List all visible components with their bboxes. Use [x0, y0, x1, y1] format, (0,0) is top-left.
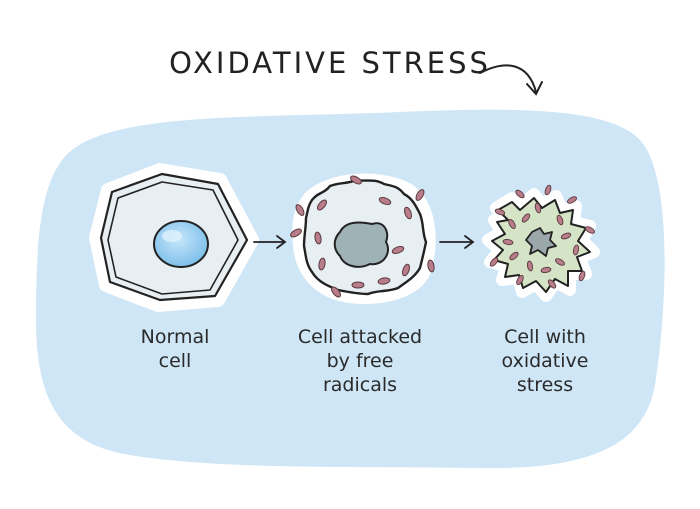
stage-label-normal: Normal cell [140, 326, 210, 372]
arrow-right-icon [253, 235, 287, 249]
damaged-nucleus [333, 221, 389, 268]
title-arrow-icon [479, 64, 543, 96]
stressed-cell [482, 188, 600, 302]
free-radicals [290, 175, 435, 298]
normal-cell [89, 163, 259, 312]
stage-label-attacked: Cell attacked by free radicals [297, 326, 423, 396]
fragmented-nucleus [525, 227, 557, 257]
attacked-cell [292, 173, 436, 304]
stage-label-stressed: Cell with oxidative stress [501, 326, 589, 396]
arrow-right-icon [439, 235, 475, 249]
normal-nucleus [153, 220, 209, 268]
diagram-title: OXIDATIVE STRESS [169, 46, 491, 80]
stressed-radicals [489, 184, 595, 289]
